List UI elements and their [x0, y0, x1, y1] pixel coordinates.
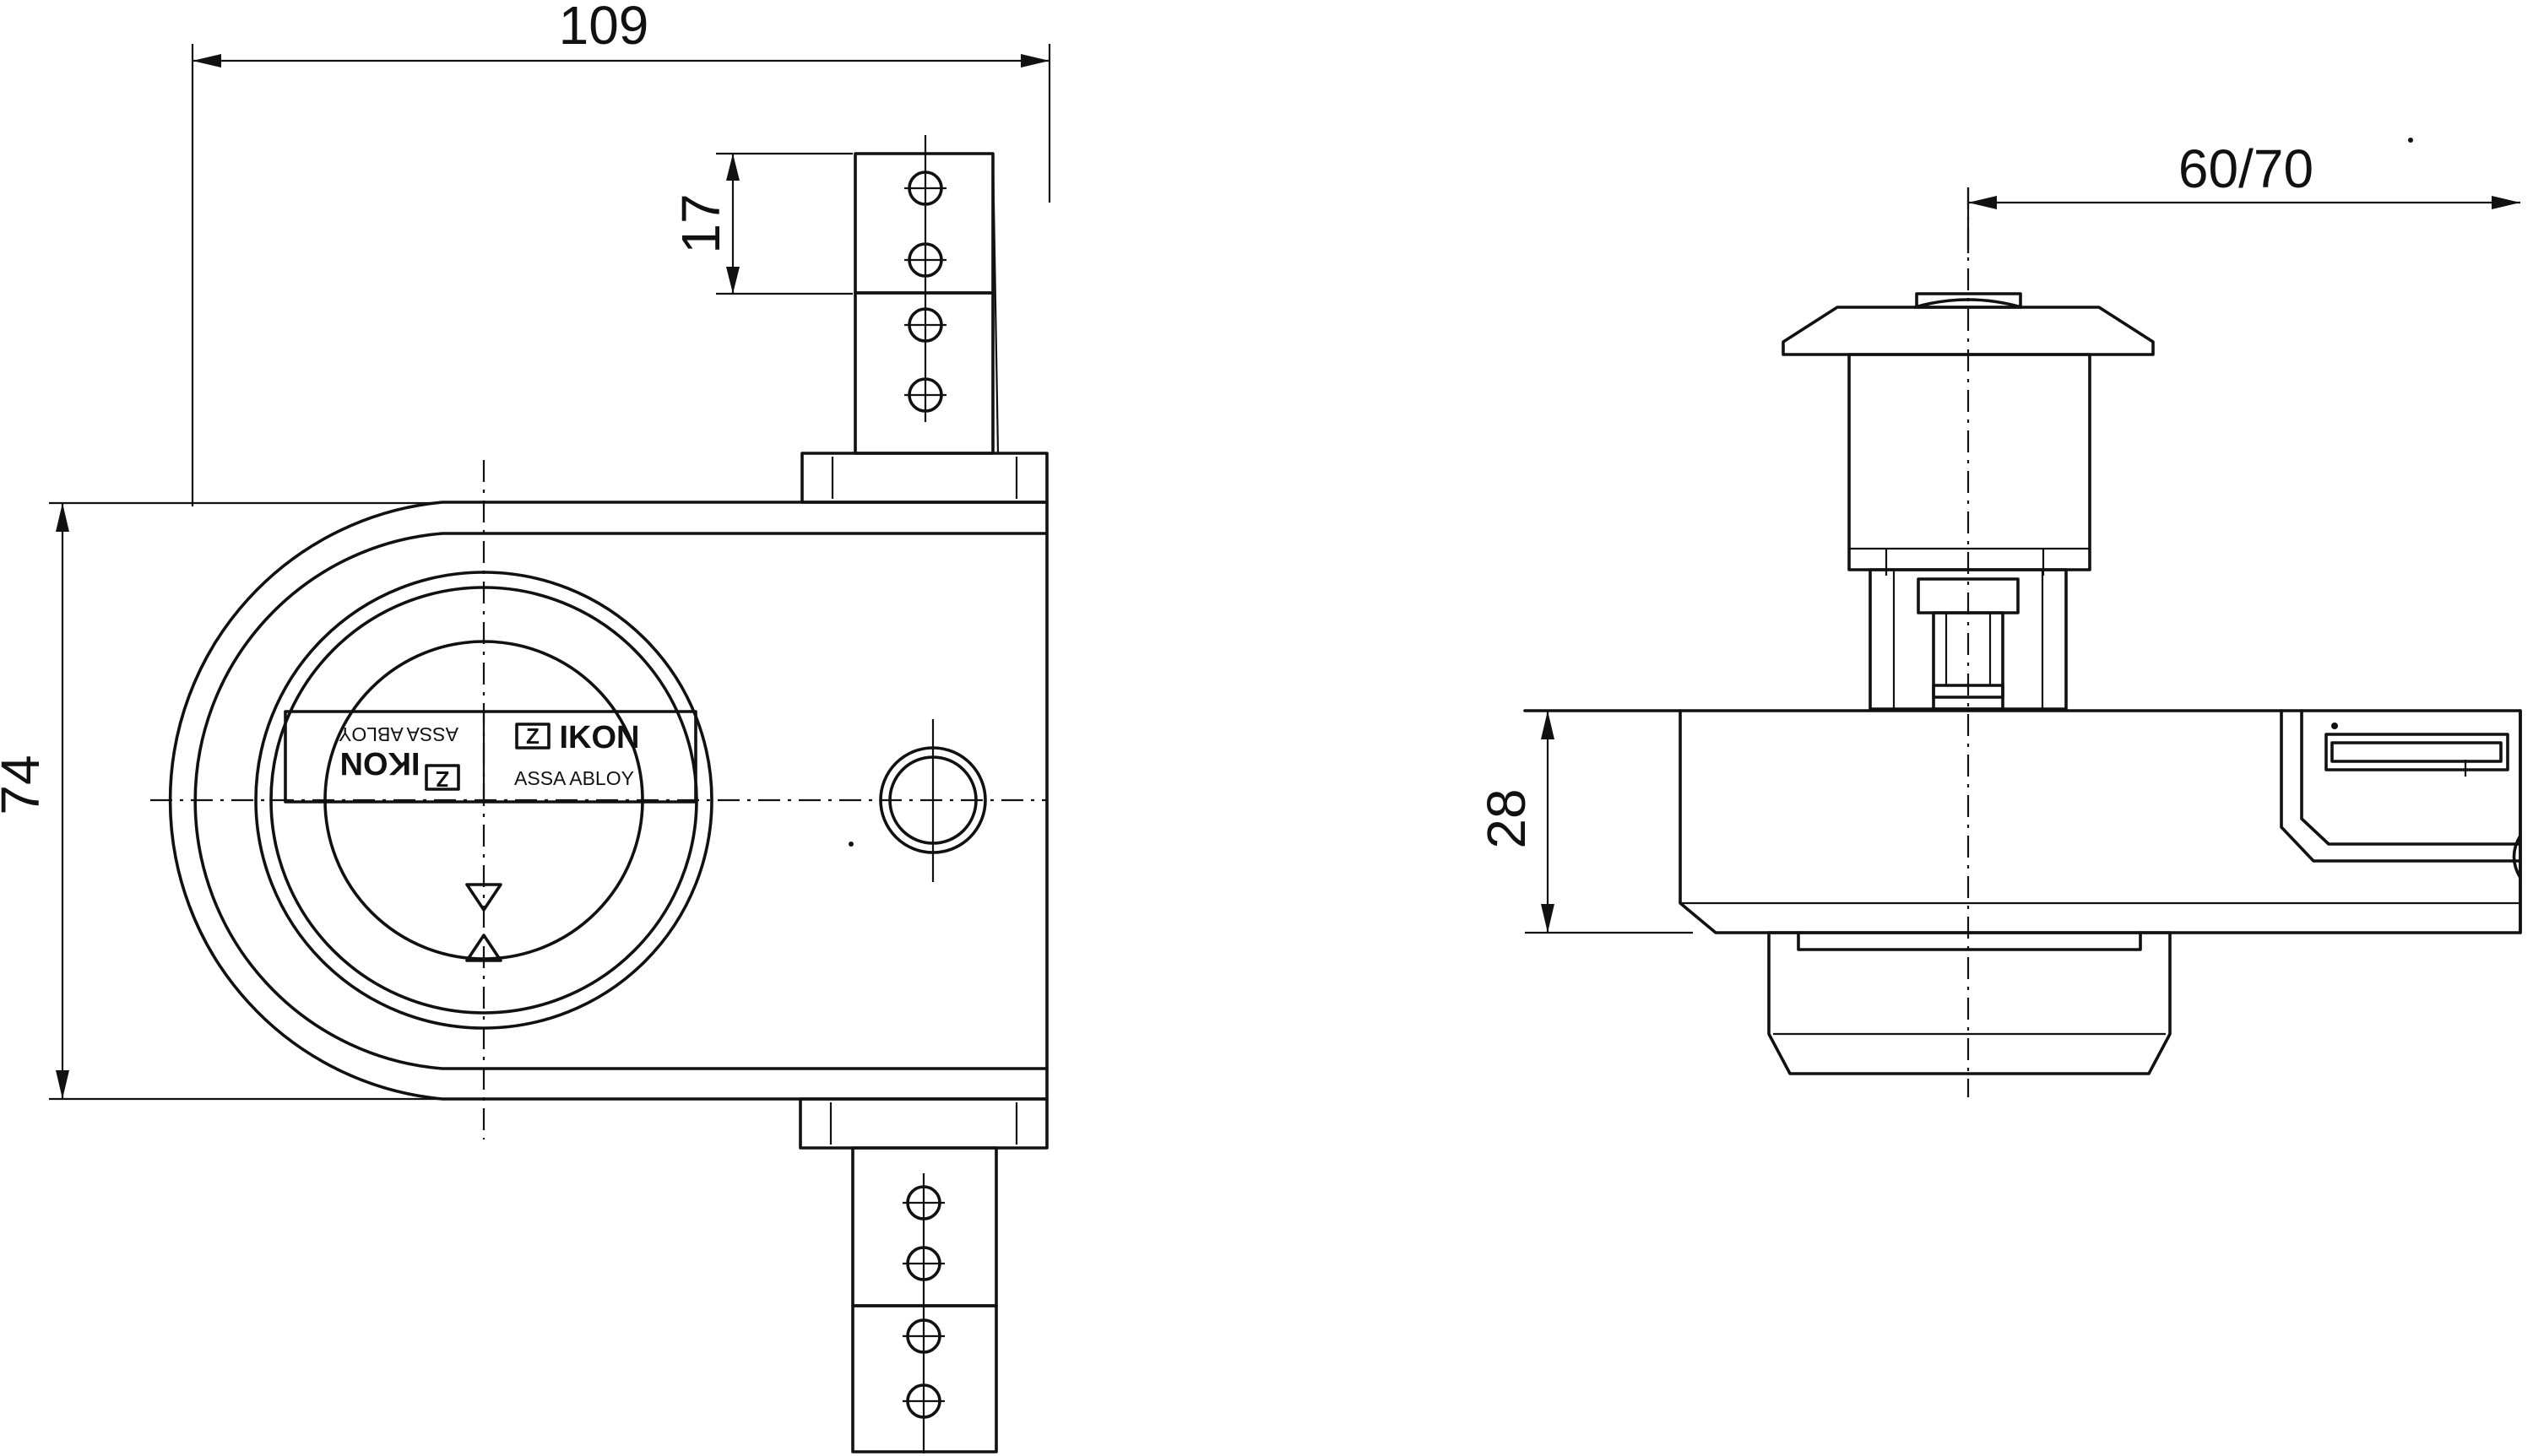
dimension-projection-value: 60/70	[2178, 138, 2313, 199]
side-view: 60/70 28	[1476, 138, 2522, 1097]
upper-mounting-plate	[800, 135, 1049, 504]
knob-brand-inverted: IKON	[340, 745, 420, 781]
dimension-height-side: 28	[1476, 709, 1693, 934]
dimension-height-front-value: 74	[0, 755, 51, 815]
cylinder-cap-side	[1767, 931, 2172, 1075]
lock-body-side	[1523, 709, 2522, 934]
knob-company: ASSA ABLOY	[514, 767, 634, 789]
dimension-width: 109	[191, 0, 1051, 506]
knob-brand: IKON	[560, 720, 640, 755]
knob-logo-inverted: Z	[436, 766, 449, 792]
dimension-width-value: 109	[559, 0, 649, 56]
dimension-height-front: 74	[0, 501, 439, 1101]
dimension-projection: 60/70	[1966, 138, 2520, 253]
dimension-plate-pitch-value: 17	[670, 193, 731, 253]
dimension-height-side-value: 28	[1476, 788, 1537, 848]
lower-mounting-plate	[799, 1097, 1049, 1453]
knob-logo: Z	[526, 723, 540, 749]
front-view: 109 17 74	[0, 0, 1051, 1453]
dimension-plate-pitch: 17	[670, 152, 853, 295]
knob-company-inverted: ASSA ABLOY	[339, 723, 458, 745]
